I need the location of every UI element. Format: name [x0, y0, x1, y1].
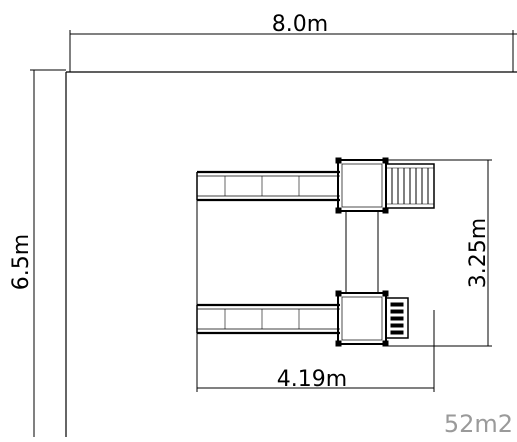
- lower-walkway: [196, 303, 340, 335]
- dimension-label-structure-width: 4.19m: [277, 367, 347, 392]
- dimension-label-overall-width: 8.0m: [272, 12, 328, 37]
- lower-platform: [335, 290, 389, 347]
- dimension-label-structure-depth: 3.25m: [466, 218, 491, 288]
- dimension-label-overall-height: 6.5m: [9, 234, 34, 290]
- upper-stairs: [385, 163, 435, 209]
- dimension-depth-structure: [386, 159, 492, 347]
- area-label: 52m2: [444, 410, 513, 437]
- upper-walkway: [196, 170, 340, 202]
- upper-platform: [335, 157, 389, 214]
- dimension-height-overall: [30, 69, 66, 437]
- dimension-width-structure: [196, 174, 435, 392]
- lower-climbing-panel: [385, 297, 409, 339]
- safety-area-boundary: [65, 71, 517, 437]
- connecting-bridge: [345, 211, 379, 293]
- dimension-width-overall: [69, 30, 517, 72]
